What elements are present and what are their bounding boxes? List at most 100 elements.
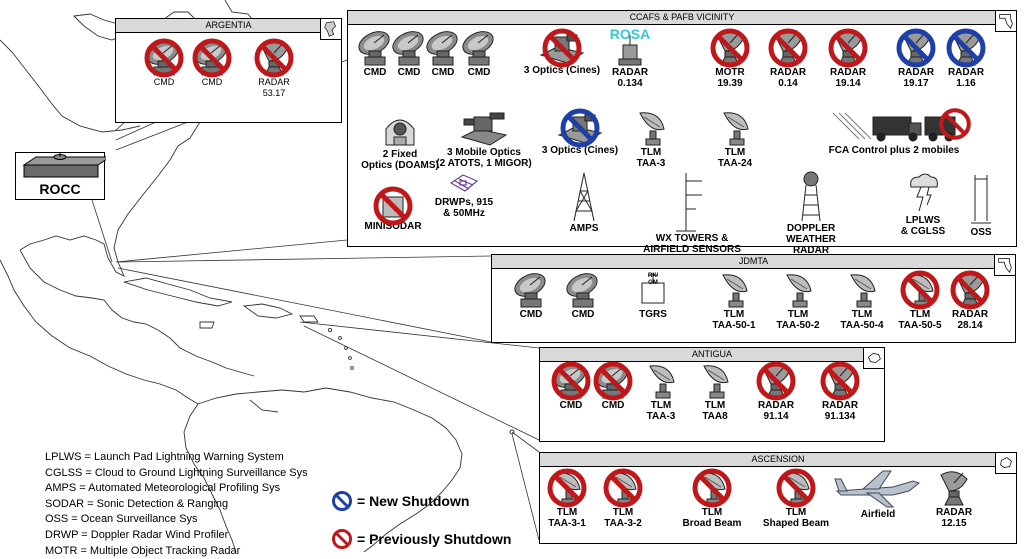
acronym-glossary: LPLWS = Launch Pad Lightning Warning Sys… xyxy=(45,450,308,559)
tlm-icon xyxy=(766,271,830,309)
facility-item: TLM Shaped Beam xyxy=(754,468,838,529)
tlm-icon xyxy=(702,271,766,309)
facility-item: CMD xyxy=(558,271,608,320)
facility-item: MOTR 19.39 xyxy=(700,28,760,89)
tlm-icon xyxy=(596,468,650,508)
no-symbol-blue-icon xyxy=(945,27,987,74)
facility-label: RADAR 19.17 xyxy=(897,67,935,89)
radar-icon xyxy=(746,361,806,401)
facility-item: RADAR 0.14 xyxy=(758,28,818,89)
facility-label: CMD xyxy=(397,67,421,78)
facility-label: TLM TAA-3-2 xyxy=(604,507,642,529)
no-symbol-red-icon xyxy=(541,27,583,74)
facility-label: 3 Optics (Cines) xyxy=(523,65,601,76)
facility-item: MINISODAR xyxy=(348,186,438,232)
facility-item: TLM TAA-50-2 xyxy=(766,271,830,331)
facility-label: CMD xyxy=(601,400,625,411)
radar-icon xyxy=(936,28,996,68)
island-map-icon xyxy=(863,347,885,369)
tlm-icon xyxy=(636,362,686,400)
tlm-icon xyxy=(700,109,770,147)
glossary-line: DRWP = Doppler Radar Wind Profiler xyxy=(45,528,229,541)
radar-icon xyxy=(942,270,998,310)
facility-item: CMD xyxy=(384,29,434,78)
facility-label: 3 Optics (Cines) xyxy=(541,145,619,156)
facility-item: OSS xyxy=(956,171,1006,238)
facility-item: CMD xyxy=(184,38,240,88)
no-symbol-red-icon xyxy=(546,467,588,514)
facility-item: 2 Fixed Optics (DOAMS) xyxy=(350,109,450,171)
no-symbol-blue-icon xyxy=(559,107,601,154)
facility-label: TLM TAA-50-5 xyxy=(898,309,942,331)
facility-label: CMD xyxy=(571,309,595,320)
no-symbol-red-icon xyxy=(143,37,185,84)
dome-icon xyxy=(350,109,450,149)
facility-item: 3 Mobile Optics (2 ATOTS, 1 MIGOR) xyxy=(424,109,544,169)
antigua-title: ANTIGUA xyxy=(540,348,884,362)
facility-item: TLM TAA8 xyxy=(690,362,740,422)
dish-icon xyxy=(546,361,596,401)
facility-item: RADAR 91.14 xyxy=(746,361,806,422)
no-symbol-red-icon xyxy=(899,269,941,316)
facility-item: CMD xyxy=(546,361,596,411)
no-symbol-red-icon xyxy=(949,269,991,316)
rosa-icon: ROSA xyxy=(598,27,662,67)
facility-item: CMD xyxy=(136,38,192,88)
facility-label: RADAR 53.17 xyxy=(258,77,290,98)
sodar-icon xyxy=(348,186,438,226)
facility-item: TLM TAA-24 xyxy=(700,109,770,169)
no-symbol-red-icon xyxy=(691,467,733,514)
ccafs-title: CCAFS & PAFB VICINITY xyxy=(348,11,1016,25)
optics-icon xyxy=(532,108,628,148)
glossary-line: MOTR = Multiple Object Tracking Radar xyxy=(45,544,241,557)
no-symbol-blue-icon xyxy=(895,27,937,74)
facility-label: CMD xyxy=(201,77,223,87)
facility-label: RADAR 0.14 xyxy=(769,67,807,89)
facility-label: 2 Fixed Optics (DOAMS) xyxy=(361,149,439,171)
trucks-icon xyxy=(814,108,974,145)
facility-item: Airfield xyxy=(830,469,926,520)
facility-label: TGRS xyxy=(639,309,667,320)
facility-label: DRWPs, 915 & 50MHz xyxy=(434,197,494,219)
legend-previous-shutdown: = Previously Shutdown xyxy=(331,528,511,550)
facility-label: TLM Broad Beam xyxy=(682,507,742,529)
dish-icon xyxy=(588,361,638,401)
tower-icon xyxy=(554,171,614,223)
optics-icon xyxy=(514,28,610,68)
facility-label: TLM TAA-3 xyxy=(636,147,666,169)
argentia-title: ARGENTIA xyxy=(116,19,341,33)
dish-icon xyxy=(558,271,608,309)
no-symbol-red-icon xyxy=(253,37,295,84)
mobile-optics-icon xyxy=(424,109,544,147)
facility-label: TLM TAA-24 xyxy=(717,147,753,169)
facility-label: CMD xyxy=(467,67,491,78)
facility-item: CMD xyxy=(454,29,504,78)
tlm-icon xyxy=(754,468,838,508)
facility-label: OSS xyxy=(970,227,992,238)
facility-label: 3 Mobile Optics (2 ATOTS, 1 MIGOR) xyxy=(436,147,532,169)
dish-icon xyxy=(384,29,434,67)
glossary-line: AMPS = Automated Meteorological Profilin… xyxy=(45,482,281,495)
facility-label: WX TOWERS & AIRFIELD SENSORS xyxy=(643,233,741,255)
ascension-title: ASCENSION xyxy=(540,453,1016,467)
radar-icon xyxy=(810,361,870,401)
doppler-icon xyxy=(766,171,856,223)
dish-icon xyxy=(136,38,192,78)
facility-item: CMD xyxy=(506,271,556,320)
facility-label: LPLWS & CGLSS xyxy=(900,215,946,237)
no-symbol-red-icon xyxy=(332,529,352,549)
facility-item: CMD xyxy=(588,361,638,411)
wx-tower-icon xyxy=(622,171,762,233)
glossary-line: SODAR = Sonic Detection & Ranging xyxy=(45,497,229,510)
lightning-icon xyxy=(888,171,958,215)
facility-label: FCA Control plus 2 mobiles xyxy=(828,145,960,156)
jdmta-title: JDMTA xyxy=(492,255,1015,269)
tgrs-icon: RX/ GM xyxy=(628,271,678,309)
facility-item: 3 Optics (Cines) xyxy=(514,28,610,76)
dish-icon xyxy=(184,38,240,78)
